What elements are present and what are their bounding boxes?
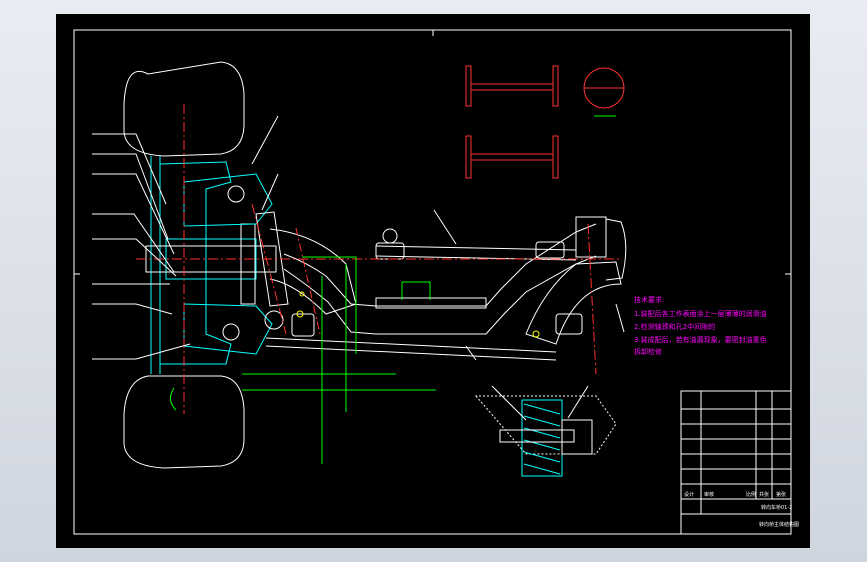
notes-line-1: 技术要求:	[634, 295, 664, 304]
top-view-upper	[465, 65, 559, 107]
ball-joint-right-body	[535, 241, 565, 259]
right-knuckle-block	[575, 216, 607, 258]
axle-beam-upper	[283, 223, 597, 307]
title-block: 设计 审核 比例 共张 第张 转向车桥01-2 转向桥主体结构图	[680, 390, 799, 535]
leader-2	[92, 153, 169, 240]
tb-cell-2: 审核	[704, 491, 714, 498]
fastener-2	[532, 330, 540, 338]
leader-1	[92, 133, 167, 205]
fastener-1	[296, 310, 304, 318]
wheel-bolt-upper	[227, 185, 245, 203]
right-hub-stub	[605, 218, 627, 281]
detail-section	[474, 385, 617, 477]
ball-joint-bottom-left	[264, 310, 284, 330]
drag-link-upper	[375, 245, 577, 251]
beam-center-flange	[375, 297, 487, 309]
tb-cell-1: 设计	[684, 491, 694, 498]
leader-tyre	[170, 387, 177, 411]
tie-rod-line	[265, 337, 557, 353]
leader-10	[261, 173, 279, 211]
dim-line-1	[302, 256, 357, 354]
leader-9	[251, 115, 279, 165]
notes-line-5: 拆卸检修	[634, 347, 662, 356]
outer-frame	[73, 29, 792, 535]
tie-rod-end-right	[555, 313, 583, 335]
king-pin-axis	[587, 223, 597, 375]
tyre-upper	[123, 61, 245, 157]
leader-3	[92, 173, 175, 255]
tie-rod-end-left	[291, 313, 315, 337]
ball-joint-left-top	[382, 228, 398, 244]
upper-caliper	[183, 173, 273, 227]
notes-line-2: 1.装配后各工作表面涂上一层薄薄的润滑油	[634, 309, 767, 318]
tb-cell-5: 第张	[776, 491, 786, 498]
leader-11	[433, 209, 457, 245]
leader-7	[92, 303, 173, 315]
tb-cell-4: 共张	[759, 491, 769, 498]
axle-beam-lower	[283, 255, 597, 335]
brake-drum	[159, 161, 232, 365]
drawing-number: 转向车桥01-2	[761, 504, 792, 511]
fastener-3	[299, 291, 305, 297]
leader-5	[92, 238, 177, 277]
assembly-drawing: 技术要求: 1.装配后各工作表面涂上一层薄薄的润滑油 2.检测轴颈和孔2中间隙的…	[73, 29, 799, 535]
leader-12	[465, 345, 477, 361]
lower-caliper	[183, 303, 273, 355]
king-pin	[255, 211, 289, 307]
wheel-bolt-lower	[222, 323, 240, 341]
wheel-rim	[150, 156, 161, 374]
leader-8	[92, 343, 191, 360]
knuckle-axis	[295, 227, 321, 335]
tyre-lower	[123, 375, 245, 469]
dim-line-6	[401, 281, 431, 300]
notes-line-3: 2.检测轴颈和孔2中间隙的	[634, 322, 715, 331]
top-view-lower	[465, 135, 559, 179]
knuckle-face	[240, 223, 256, 305]
hub-body	[165, 238, 257, 280]
tie-rod-line-2	[265, 345, 557, 361]
right-knuckle-arm	[525, 261, 622, 345]
left-king-pin-axis	[251, 203, 287, 335]
notes-line-4: 3.装成配后，若有油漏现象，要密封油重色	[634, 335, 767, 344]
technical-notes: 技术要求: 1.装配后各工作表面涂上一层薄薄的润滑油 2.检测轴颈和孔2中间隙的…	[634, 295, 767, 356]
drag-link-lower	[375, 255, 577, 261]
tb-cell-3: 比例	[746, 491, 756, 498]
leader-4	[92, 213, 175, 273]
drawing-sheet: 技术要求: 1.装配后各工作表面涂上一层薄薄的润滑油 2.检测轴颈和孔2中间隙的…	[56, 14, 810, 548]
leader-13	[615, 303, 625, 333]
side-view-circle	[583, 67, 625, 117]
drawing-name: 转向桥主体结构图	[759, 521, 799, 528]
